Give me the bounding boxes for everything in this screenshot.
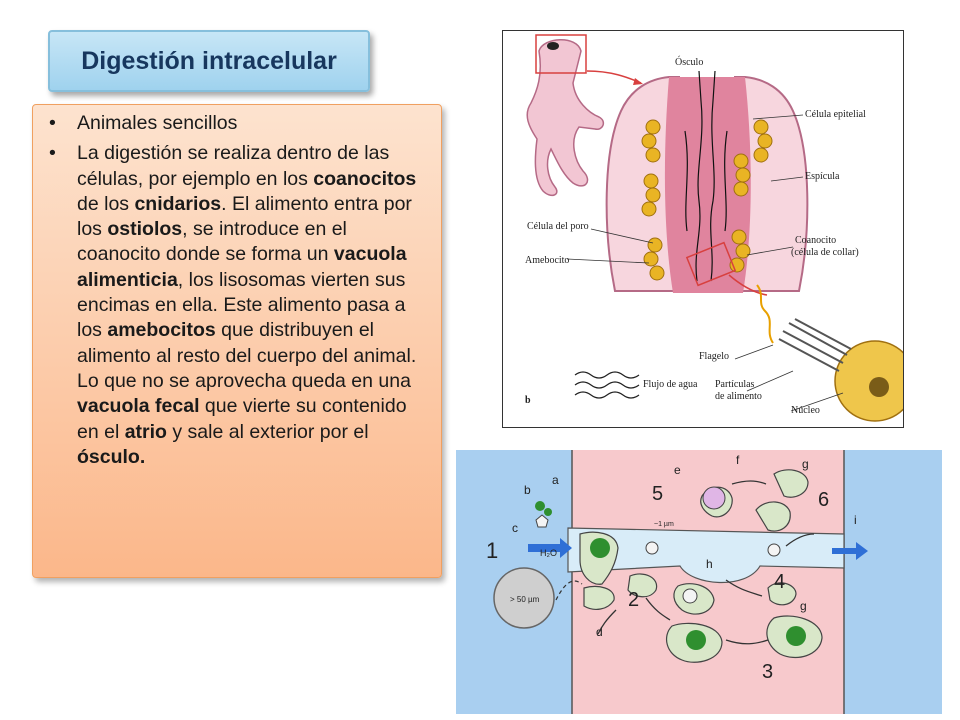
- label-flujo: Flujo de agua: [643, 379, 698, 390]
- label-panel: b: [525, 395, 531, 406]
- label-particulas-sub: de alimento: [715, 391, 762, 402]
- label-coanocito-sub: (célula de collar): [791, 247, 859, 258]
- label-osculo: Ósculo: [675, 56, 703, 68]
- bold-term: amebocitos: [107, 319, 216, 342]
- label-h: h: [706, 557, 713, 571]
- zoom-box-top: [535, 34, 587, 74]
- bold-term: ostiolos: [107, 218, 183, 241]
- label-f: f: [736, 453, 740, 467]
- zoom-box-bottom: [685, 241, 737, 287]
- bold-term: vacuola fecal: [77, 395, 200, 418]
- label-g2: g: [800, 599, 807, 613]
- label-n1: 1: [486, 538, 498, 563]
- label-espicula: Espícula: [805, 171, 840, 182]
- label-a: a: [552, 473, 559, 487]
- choanocyte-detail: [756, 284, 903, 422]
- label-coanocito: Coanocito: [795, 235, 836, 246]
- slide-title-box: Digestión intracelular: [48, 30, 370, 92]
- sponge-body-illustration: [526, 39, 605, 197]
- label-celula-poro: Célula del poro: [527, 221, 589, 232]
- bold-term: atrio: [124, 420, 167, 443]
- bullet-item: • La digestión se realiza dentro de las c…: [49, 141, 429, 470]
- label-e: e: [674, 463, 681, 477]
- label-size-large: > 50 µm: [510, 595, 540, 604]
- digestion-figure: 1 2 3 4 5 6 a b c d e f g g h i H₂O ~1 µ…: [456, 450, 942, 714]
- text-segment: que vierte su contenido en el: [77, 395, 407, 443]
- text-segment: y sale al exterior por el: [166, 420, 369, 443]
- text-segment: . El alimento entra por los: [77, 192, 412, 241]
- canal: [567, 527, 845, 584]
- bullet-list: • Animales sencillos • La digestión se real…: [49, 111, 429, 470]
- text-segment: , se introduce en el coanocito donde se …: [77, 218, 347, 266]
- bold-term: cnidarios: [134, 192, 222, 215]
- label-n3: 3: [762, 661, 773, 683]
- bold-term: coanocitos: [313, 167, 417, 190]
- label-d: d: [596, 625, 603, 639]
- text-segment: , los lisosomas vierten sus encimas en e…: [77, 268, 406, 342]
- label-size-small: ~1 µm: [654, 521, 674, 528]
- water-arrow-out: [832, 542, 868, 560]
- text-segment: Animales sencillos: [77, 112, 238, 134]
- label-i: i: [854, 513, 857, 527]
- label-n4: 4: [774, 571, 785, 593]
- label-b: b: [524, 483, 531, 497]
- label-celula-epitelial: Célula epitelial: [805, 109, 866, 120]
- label-amebocito: Amebocito: [525, 255, 569, 266]
- text-segment: que distribuyen el alimento al resto del…: [77, 319, 417, 392]
- bold-term: vacuola alimenticia: [77, 243, 407, 291]
- label-n5: 5: [652, 483, 663, 505]
- label-n2: 2: [628, 589, 639, 611]
- sponge-figure: Ósculo Célula epitelial Espícula Célula …: [502, 30, 904, 428]
- zoom-arrow-bottom: [728, 274, 768, 296]
- label-particulas: Partículas: [715, 379, 755, 390]
- zoom-arrow-top: [586, 70, 642, 84]
- label-h2o: H₂O: [540, 548, 557, 558]
- sponge-section: [605, 70, 809, 293]
- bold-term: ósculo.: [77, 445, 146, 468]
- label-c: c: [512, 521, 518, 535]
- text-segment: de los: [77, 192, 135, 215]
- label-g1: g: [802, 457, 809, 471]
- label-nucleo: Núcleo: [791, 405, 820, 416]
- bullet-item: • Animales sencillos: [49, 111, 429, 136]
- bullet-marker: •: [49, 142, 56, 165]
- text-segment: La digestión se realiza dentro de las cé…: [77, 142, 390, 190]
- water-arrow-in: [528, 538, 572, 558]
- content-box: • Animales sencillos • La digestión se real…: [32, 104, 442, 578]
- label-n6: 6: [818, 489, 829, 511]
- slide-title: Digestión intracelular: [81, 46, 337, 75]
- label-flagelo: Flagelo: [699, 351, 729, 362]
- bullet-marker: •: [49, 112, 56, 134]
